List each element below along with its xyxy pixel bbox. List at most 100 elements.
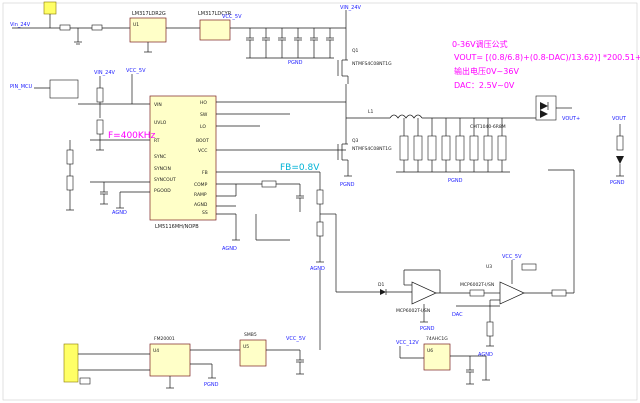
resistor-r2 <box>96 119 104 135</box>
net-label-vcc5v-left: VCC_5V <box>126 68 146 74</box>
pin-pgood: PGOOD <box>154 188 171 194</box>
q-high-part: NTMFS4C08NT1G <box>352 61 392 67</box>
net-label-pgnd-out: PGND <box>448 178 463 184</box>
net-label-pgnd-op: PGND <box>420 326 435 332</box>
net-label-pgnd-bottom: PGND <box>204 382 219 388</box>
d1-refdes: D1 <box>378 282 384 288</box>
pin-syncout: SYNCOUT <box>154 177 176 183</box>
led-indicator <box>616 156 624 164</box>
net-label-vin24-left: VIN_24V <box>94 70 115 76</box>
timing-network: AGND <box>66 139 150 216</box>
pin-uvlo: UVLO <box>154 120 167 126</box>
pin-rt: RT <box>154 138 160 144</box>
net-label-dac: DAC <box>452 312 463 318</box>
input-connector <box>43 1 57 15</box>
ldo-u2-part: LM317LDCYR <box>198 11 232 17</box>
net-label-pgnd-led: PGND <box>610 180 625 186</box>
pin-comp: COMP <box>194 182 208 188</box>
pin-lo: LO <box>200 124 206 130</box>
resistor-fb-bottom <box>316 221 324 237</box>
l1-refdes: L1 <box>368 109 374 115</box>
controller-ic-body <box>149 95 217 221</box>
pin-ss: SS <box>202 210 208 216</box>
ic-bottom-3 <box>423 343 451 371</box>
ldo-u1 <box>129 17 167 43</box>
pin-vcc: VCC <box>198 148 207 154</box>
u3-refdes: U3 <box>486 264 492 270</box>
resistor-comp <box>261 180 277 188</box>
formula-title: 0-36V调压公式 <box>452 39 508 49</box>
main-controller: LM5116MH/NOPB VIN UVLO RT SYNC SYNCIN SY… <box>149 95 346 230</box>
net-label-vout-led: VOUT <box>612 116 627 122</box>
u4-refdes: U4 <box>153 348 159 354</box>
resistor-top <box>91 24 103 31</box>
ic-bottom-1-part: FM20001 <box>154 336 175 342</box>
u5-refdes: U5 <box>243 344 249 350</box>
output-range: 输出电压0V~36V <box>454 66 519 76</box>
net-label-vout-right: VOUT+ <box>562 116 580 122</box>
mosfet-high: Q1 NTMFS4C08NT1G <box>337 48 392 118</box>
feedback-network: AGND AGND <box>222 172 337 292</box>
net-label-vcc5v-top: VCC_5V <box>222 14 242 20</box>
output-stage: L1 CMT1040-6R8M <box>345 95 627 186</box>
pin-fb: FB <box>202 170 208 176</box>
opamp-2-part: MCP6002T-I/SN <box>460 282 494 288</box>
u1-refdes: U1 <box>133 22 139 28</box>
pin-ramp: RAMP <box>194 192 207 198</box>
enable-section: PIN_MCU VIN_24V VCC_5V <box>10 68 150 151</box>
pin-sw: SW <box>200 112 208 118</box>
net-label-pgnd-mos: PGND <box>340 182 355 188</box>
formula-text: VOUT= [(0.8/6.8)+(0.8-DAC)/13.62)] *200.… <box>454 53 640 62</box>
pin-boot: BOOT <box>196 138 209 144</box>
resistor-r1 <box>96 87 104 103</box>
input-section: Vin_24V LM317LDR2G U1 LM317LDCYR VCC_5V <box>10 1 361 66</box>
diode-d1 <box>380 289 386 295</box>
resistor-fb-top <box>316 189 324 205</box>
ldo-u1-part: LM317LDR2G <box>132 11 166 17</box>
bottom-connector <box>63 343 79 383</box>
net-label-vcc5v-bottom: VCC_5V <box>286 336 306 342</box>
freq-annotation: F=400KHz <box>108 131 156 141</box>
controller-part: LM5116MH/NOPB <box>155 224 199 230</box>
resistor-led <box>616 135 624 151</box>
resistor-op-fb <box>486 321 494 337</box>
net-label-vin24: VIN_24V <box>340 5 361 11</box>
output-diodes <box>535 95 557 121</box>
net-label-pin-mcu: PIN_MCU <box>10 84 33 90</box>
bottom-section: FM20001 U4 SMB5 U5 VCC_5V PGND 74AHC1G U… <box>63 332 490 389</box>
resistor-dac <box>469 289 485 297</box>
opamp-1 <box>411 281 437 305</box>
net-label-pgnd-top: PGND <box>288 60 303 66</box>
net-label-vin: Vin_24V <box>10 22 31 28</box>
pin-sync: SYNC <box>154 154 166 160</box>
ic-bottom-2-part: SMB5 <box>244 332 257 338</box>
ldo-u2 <box>199 19 231 41</box>
fuse <box>59 24 71 31</box>
ic-bottom-2 <box>239 339 267 367</box>
q-low-part: NTMFS4C08NT1G <box>352 146 392 152</box>
dac-range: DAC：2.5V~0V <box>454 81 515 90</box>
ic-bottom-1 <box>149 343 191 377</box>
inductor-l1 <box>389 114 423 119</box>
ic-bottom-3-part: 74AHC1G <box>426 336 448 342</box>
pin-syncin: SYNCIN <box>154 166 171 172</box>
opamp-2 <box>499 281 525 305</box>
mosfet-low: Q3 NTMFS4C08NT1G PGND <box>337 138 392 188</box>
formula-annotation: 0-36V调压公式 VOUT= [(0.8/6.8)+(0.8-DAC)/13.… <box>452 39 640 90</box>
u6-refdes: U6 <box>427 348 433 354</box>
resistor-rt <box>66 149 74 165</box>
resistor-out <box>551 289 567 297</box>
q1-refdes: Q1 <box>352 48 359 54</box>
resistor-sync <box>66 175 74 191</box>
opamp-1-part: MCP6002T-I/SN <box>396 308 430 314</box>
net-label-vcc5v-op: VCC_5V <box>502 254 522 260</box>
dac-opamp-section: D1 MCP6002T-I/SN MCP6002T-I/SN VCC_5V U3… <box>336 169 575 358</box>
q3-refdes: Q3 <box>352 138 359 144</box>
pin-agnd: AGND <box>194 202 208 208</box>
pin-vin: VIN <box>154 102 162 108</box>
fb-annotation: FB=0.8V <box>280 163 320 173</box>
net-label-vcc12v: VCC_12V <box>396 340 419 346</box>
optocoupler <box>49 79 79 99</box>
